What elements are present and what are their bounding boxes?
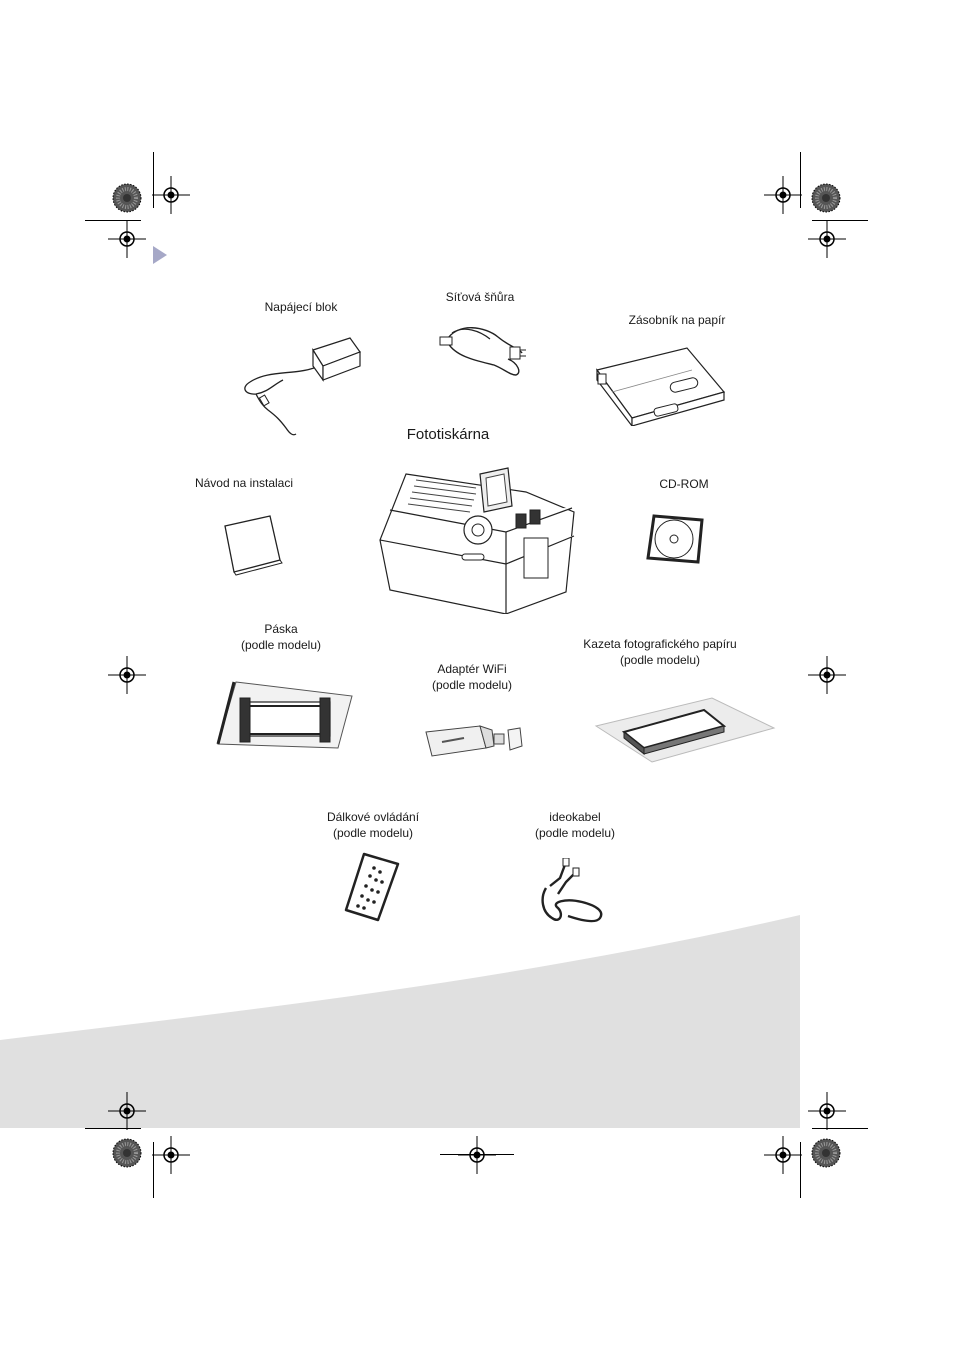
video-cable-label: ideokabel (podle modelu) bbox=[535, 809, 615, 841]
power-adapter-label: Napájecí blok bbox=[265, 299, 338, 315]
video-cable-label-line2: (podle modelu) bbox=[535, 825, 615, 841]
cd-rom-label: CD-ROM bbox=[659, 476, 708, 492]
ribbon-label-line2: (podle modelu) bbox=[241, 637, 321, 653]
wifi-adapter-label: Adaptér WiFi (podle modelu) bbox=[432, 661, 512, 693]
install-guide-illustration bbox=[220, 512, 284, 576]
color-rosette-icon bbox=[112, 183, 142, 213]
registration-mark-icon bbox=[764, 176, 802, 214]
color-rosette-icon bbox=[811, 183, 841, 213]
registration-mark-icon bbox=[108, 656, 146, 694]
power-cord-label: Síťová šňůra bbox=[446, 289, 515, 305]
color-rosette-icon bbox=[112, 1138, 142, 1168]
photo-paper-label: Kazeta fotografického papíru (podle mode… bbox=[583, 636, 736, 668]
install-guide-label: Návod na instalaci bbox=[195, 475, 293, 491]
printer-label: Fototiskárna bbox=[407, 426, 490, 444]
power-adapter-illustration bbox=[238, 330, 368, 440]
video-cable-label-line1: ideokabel bbox=[535, 809, 615, 825]
registration-mark-icon bbox=[808, 220, 846, 258]
remote-label-line1: Dálkové ovládání bbox=[327, 809, 419, 825]
wifi-adapter-label-line1: Adaptér WiFi bbox=[432, 661, 512, 677]
video-cable-illustration bbox=[536, 858, 608, 928]
photo-paper-label-line2: (podle modelu) bbox=[583, 652, 736, 668]
photo-printer-illustration bbox=[376, 462, 580, 614]
cd-rom-illustration bbox=[646, 512, 704, 564]
wifi-adapter-illustration bbox=[420, 722, 524, 758]
wifi-adapter-label-line2: (podle modelu) bbox=[432, 677, 512, 693]
photo-paper-cassette-illustration bbox=[592, 696, 778, 766]
registration-mark-icon bbox=[108, 1092, 146, 1130]
remote-label-line2: (podle modelu) bbox=[327, 825, 419, 841]
power-cord-illustration bbox=[438, 313, 528, 381]
remote-label: Dálkové ovládání (podle modelu) bbox=[327, 809, 419, 841]
remote-control-illustration bbox=[344, 852, 400, 922]
ribbon-label-line1: Páska bbox=[241, 621, 321, 637]
registration-mark-icon bbox=[808, 656, 846, 694]
ribbon-cartridge-illustration bbox=[214, 676, 354, 750]
registration-mark-icon bbox=[108, 220, 146, 258]
photo-paper-label-line1: Kazeta fotografického papíru bbox=[583, 636, 736, 652]
ribbon-label: Páska (podle modelu) bbox=[241, 621, 321, 653]
paper-tray-illustration bbox=[592, 340, 732, 426]
registration-mark-icon bbox=[152, 176, 190, 214]
section-arrow-icon bbox=[153, 246, 167, 264]
color-rosette-icon bbox=[811, 1138, 841, 1168]
paper-tray-label: Zásobník na papír bbox=[629, 312, 726, 328]
registration-mark-icon bbox=[808, 1092, 846, 1130]
registration-mark-icon bbox=[152, 1136, 190, 1174]
crop-line bbox=[440, 1154, 514, 1155]
registration-mark-icon bbox=[764, 1136, 802, 1174]
registration-mark-icon bbox=[458, 1136, 496, 1174]
